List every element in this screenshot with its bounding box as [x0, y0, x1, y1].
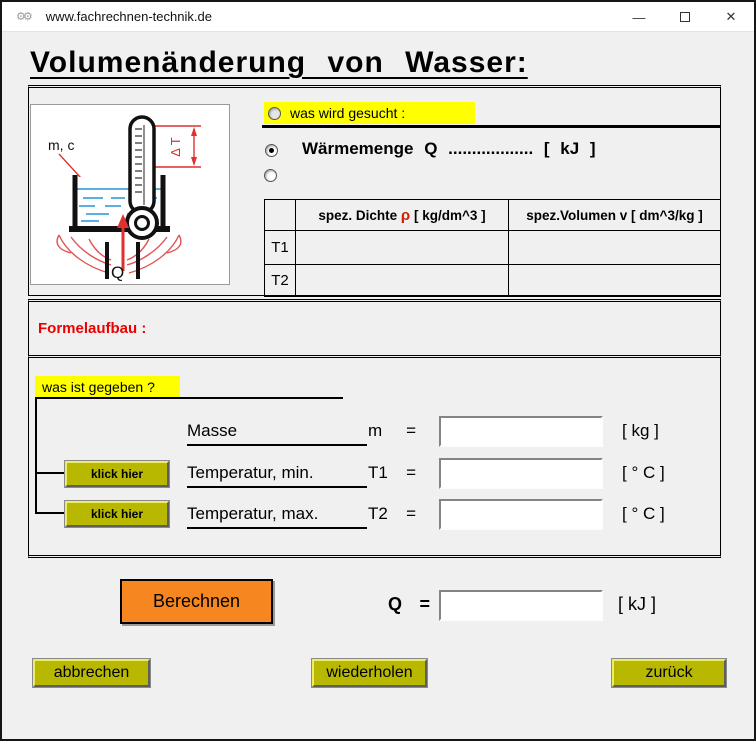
- delta-t-label: Δ T: [168, 137, 183, 157]
- temp-min-label: Temperatur, min.: [187, 463, 367, 488]
- option-second-radio[interactable]: [264, 169, 277, 182]
- t2-symbol: T2: [368, 504, 388, 523]
- search-prompt-chip: was wird gesucht :: [264, 102, 475, 124]
- temp-min-input[interactable]: [439, 458, 603, 489]
- gears-icon: ⚙⚙: [16, 11, 33, 23]
- q-symbol: Q: [388, 594, 403, 614]
- maximize-button[interactable]: [662, 2, 708, 32]
- given-prompt-chip: was ist gegeben ?: [35, 376, 180, 397]
- q-unit: [ kJ ]: [618, 594, 657, 614]
- close-button[interactable]: ✕: [725, 9, 737, 24]
- page-title: Volumenänderung von Wasser:: [30, 46, 528, 79]
- formula-label: Formelaufbau :: [38, 320, 147, 337]
- formula-section-frame: [28, 299, 721, 358]
- temp-min-unit: [ ° C ]: [622, 463, 665, 482]
- rho-symbol: ρ: [400, 206, 411, 224]
- window-title: www.fachrechnen-technik.de: [45, 9, 212, 24]
- search-prompt-label: was wird gesucht :: [290, 105, 406, 121]
- heat-label: Q: [111, 263, 124, 282]
- klick-hier-t1-button[interactable]: klick hier: [64, 460, 170, 488]
- equals-sign: =: [406, 463, 416, 482]
- divider-line: [262, 125, 720, 128]
- heating-diagram-svg: Δ T m, c: [48, 115, 201, 282]
- minimize-button[interactable]: —: [632, 9, 646, 25]
- option-heat-radio[interactable]: [265, 144, 278, 157]
- mass-symbol: m: [368, 421, 383, 440]
- table-row: T2: [264, 264, 721, 297]
- row-label-t1: T1: [264, 230, 296, 265]
- heating-diagram: Δ T m, c: [30, 104, 230, 285]
- search-prompt-radio[interactable]: [268, 106, 281, 120]
- row-label-t2: T2: [264, 264, 296, 297]
- temp-max-unit: [ ° C ]: [622, 504, 665, 523]
- wiederholen-button[interactable]: wiederholen: [311, 658, 428, 688]
- berechnen-button[interactable]: Berechnen: [120, 579, 273, 624]
- temp-max-label: Temperatur, max.: [187, 504, 367, 529]
- bracket-line: [35, 399, 37, 514]
- option-heat-label: Wärmemenge Q .................. [ kJ ]: [302, 139, 596, 158]
- q-result-input[interactable]: [439, 590, 603, 621]
- equals-sign: =: [419, 594, 430, 614]
- density-volume-table: spez. Dichte ρ [ kg/dm^3 ] spez.Volumen …: [264, 199, 721, 297]
- mass-label: m, c: [48, 137, 74, 153]
- equals-sign: =: [406, 421, 416, 440]
- mass-label-row: Masse: [187, 421, 367, 446]
- equals-sign: =: [406, 504, 416, 523]
- volume-t2-cell: [508, 264, 721, 297]
- abbrechen-button[interactable]: abbrechen: [32, 658, 151, 688]
- t1-symbol: T1: [368, 463, 388, 482]
- bracket-stub: [35, 512, 65, 514]
- bracket-stub: [35, 472, 65, 474]
- volume-header: spez.Volumen v [ dm^3/kg ]: [508, 199, 721, 231]
- temp-max-input[interactable]: [439, 499, 603, 530]
- volume-t1-cell: [508, 230, 721, 265]
- klick-hier-t2-button[interactable]: klick hier: [64, 500, 170, 528]
- table-corner-cell: [264, 199, 296, 231]
- mass-unit: [ kg ]: [622, 421, 659, 440]
- given-underline: [35, 397, 343, 399]
- zurueck-button[interactable]: zurück: [611, 658, 727, 688]
- titlebar: ⚙⚙ www.fachrechnen-technik.de — ✕: [2, 2, 754, 32]
- given-section-frame: [28, 358, 721, 558]
- density-t1-cell: [295, 230, 509, 265]
- density-header: spez. Dichte ρ [ kg/dm^3 ]: [295, 199, 509, 231]
- table-row: T1: [264, 230, 721, 265]
- mass-input[interactable]: [439, 416, 603, 447]
- density-t2-cell: [295, 264, 509, 297]
- maximize-icon: [680, 12, 690, 22]
- window-controls: — ✕: [616, 2, 754, 32]
